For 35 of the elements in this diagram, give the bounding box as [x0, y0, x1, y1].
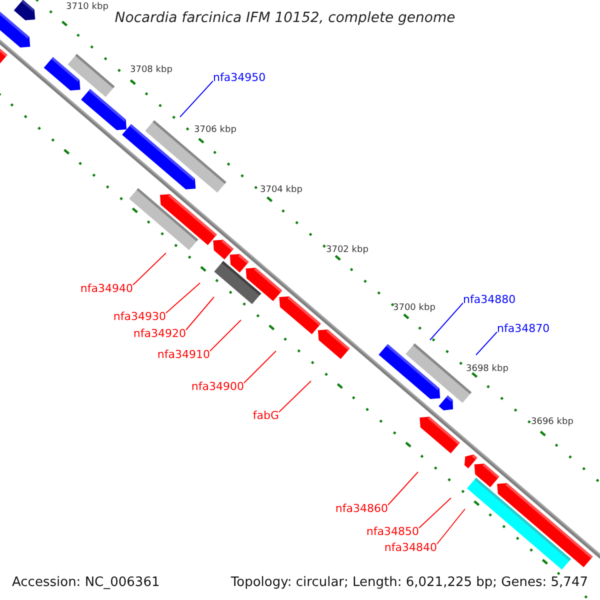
scale-label: 3710 kbp [66, 3, 108, 12]
genome-info-text: Topology: circular; Length: 6,021,225 bp; Genes: 5,747 [228, 575, 590, 590]
leader-line [244, 350, 276, 384]
gene-label: nfa34840 [384, 542, 437, 553]
leader-line [388, 472, 418, 506]
gene-label: nfa34940 [80, 283, 133, 294]
scale-label: 3704 kbp [260, 186, 302, 195]
gene-label: nfa34870 [497, 323, 550, 334]
leader-line [436, 508, 466, 544]
leader-line [186, 296, 214, 330]
gene-label: nfa34850 [366, 526, 419, 537]
title: Nocardia farcinica IFM 10152, complete genome [114, 11, 456, 25]
scale-label: 3706 kbp [194, 126, 236, 135]
scale-label: 3698 kbp [466, 365, 508, 374]
accession-text: Accession: NC_006361 [10, 575, 162, 590]
gene-label: nfa34900 [191, 381, 244, 392]
scale-label: 3702 kbp [326, 246, 368, 255]
gene-label: nfa34930 [113, 311, 166, 322]
gene-label: fabG [252, 410, 279, 421]
scale-label: 3708 kbp [130, 66, 172, 75]
leader-line [476, 332, 498, 356]
gene-label: nfa34920 [133, 328, 186, 339]
leader-line [418, 498, 452, 528]
leader-line [278, 380, 312, 412]
leader-line [132, 252, 166, 286]
leader-line [180, 80, 214, 118]
scale-label: 3696 kbp [531, 418, 574, 427]
gene-label: nfa34880 [463, 294, 516, 305]
scale-label: 3700 kbp [393, 304, 436, 313]
leader-line [210, 320, 242, 352]
gene-label: nfa34910 [157, 349, 210, 360]
leader-line [430, 302, 464, 340]
leader-line [166, 282, 200, 314]
gene-label: nfa34860 [335, 503, 388, 514]
gene-label: nfa34950 [213, 72, 266, 83]
